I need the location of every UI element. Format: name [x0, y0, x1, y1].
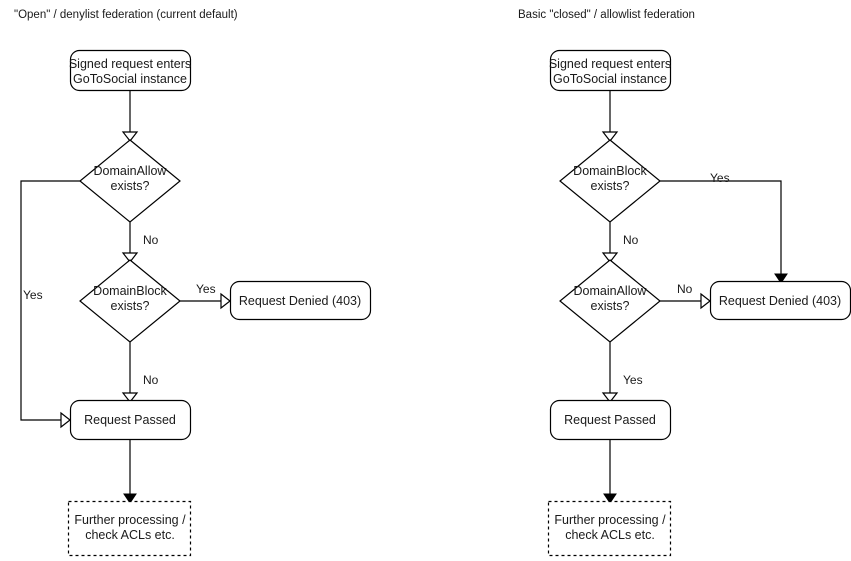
request-passed-label: Request Passed [84, 413, 176, 427]
decision2-label-line1: DomainBlock [93, 284, 167, 298]
arrow-open-icon [601, 392, 619, 403]
edge-decision2-yes-right: Yes [601, 342, 643, 403]
start-node-label-line1: Signed request enters [69, 57, 191, 71]
edge-label-decision2-yes: Yes [623, 373, 643, 387]
decision1-node-right: DomainBlock exists? [559, 139, 661, 223]
start-node-left: Signed request enters GoToSocial instanc… [69, 49, 191, 92]
edge-label-decision2-yes: Yes [196, 282, 216, 296]
arrow-solid-icon [123, 493, 137, 504]
further-processing-shape [67, 500, 192, 557]
edge-passed-to-further-left [123, 439, 137, 504]
edge-decision1-yes-right: Yes [660, 171, 788, 284]
panel-open-denylist: "Open" / denylist federation (current de… [14, 9, 372, 557]
request-denied-shape [229, 280, 372, 321]
decision2-node-right: DomainAllow exists? [559, 259, 661, 343]
further-processing-shape [547, 500, 672, 557]
arrow-open-icon [121, 252, 139, 263]
arrow-open-icon [121, 392, 139, 403]
arrow-open-icon [601, 131, 619, 142]
further-processing-label-line1: Further processing / [554, 513, 666, 527]
request-denied-node-left: Request Denied (403) [229, 280, 372, 321]
decision2-label-line2: exists? [591, 299, 630, 313]
arrow-open-icon [220, 292, 231, 310]
further-processing-label-line1: Further processing / [74, 513, 186, 527]
arrow-open-icon [601, 252, 619, 263]
decision1-label-line2: exists? [111, 179, 150, 193]
start-node-right: Signed request enters GoToSocial instanc… [549, 49, 671, 92]
further-processing-node-left: Further processing / check ACLs etc. [67, 500, 192, 557]
edge-decision1-no-left: No [121, 222, 159, 263]
edge-label-decision1-no: No [143, 233, 159, 247]
edge-passed-to-further-right [603, 439, 617, 504]
edge-label-decision1-no: No [623, 233, 639, 247]
edge-label-decision1-yes: Yes [23, 288, 43, 302]
edge-label-decision1-yes: Yes [710, 171, 730, 185]
edge-decision2-no-left: No [121, 342, 159, 403]
panel-title-right: Basic "closed" / allowlist federation [518, 9, 695, 21]
arrow-solid-icon [774, 273, 788, 284]
decision1-label-line1: DomainAllow [94, 164, 168, 178]
decision1-label-line2: exists? [591, 179, 630, 193]
start-node-label-line1: Signed request enters [549, 57, 671, 71]
edge-decision2-no-right: No [660, 282, 711, 310]
request-passed-node-right: Request Passed [549, 399, 672, 441]
edge-start-to-decision1-right [601, 90, 619, 142]
decision2-label-line2: exists? [111, 299, 150, 313]
arrow-solid-icon [603, 493, 617, 504]
further-processing-node-right: Further processing / check ACLs etc. [547, 500, 672, 557]
edge-start-to-decision1-left [121, 90, 139, 142]
request-denied-label: Request Denied (403) [719, 294, 841, 308]
request-denied-label: Request Denied (403) [239, 294, 361, 308]
decision2-node-left: DomainBlock exists? [79, 259, 181, 343]
edge-label-decision2-no: No [143, 373, 159, 387]
further-processing-label-line2: check ACLs etc. [565, 528, 655, 542]
edge-decision1-yes-left: Yes [20, 180, 80, 429]
edge-label-decision2-no: No [677, 282, 693, 296]
arrow-open-icon [700, 292, 711, 310]
decision1-label-line1: DomainBlock [573, 164, 647, 178]
further-processing-label-line2: check ACLs etc. [85, 528, 175, 542]
start-node-label-line2: GoToSocial instance [553, 72, 667, 86]
decision2-label-line1: DomainAllow [574, 284, 648, 298]
panel-title-left: "Open" / denylist federation (current de… [14, 9, 238, 21]
request-passed-node-left: Request Passed [69, 399, 192, 441]
start-node-label-line2: GoToSocial instance [73, 72, 187, 86]
decision1-node-left: DomainAllow exists? [79, 139, 181, 223]
arrow-open-icon [60, 411, 71, 429]
edge-decision1-no-right: No [601, 222, 639, 263]
request-passed-label: Request Passed [564, 413, 656, 427]
request-denied-node-right: Request Denied (403) [709, 280, 851, 321]
arrow-open-icon [121, 131, 139, 142]
panel-closed-allowlist: Basic "closed" / allowlist federation Si… [518, 9, 851, 557]
edge-decision2-yes-left: Yes [180, 282, 231, 310]
